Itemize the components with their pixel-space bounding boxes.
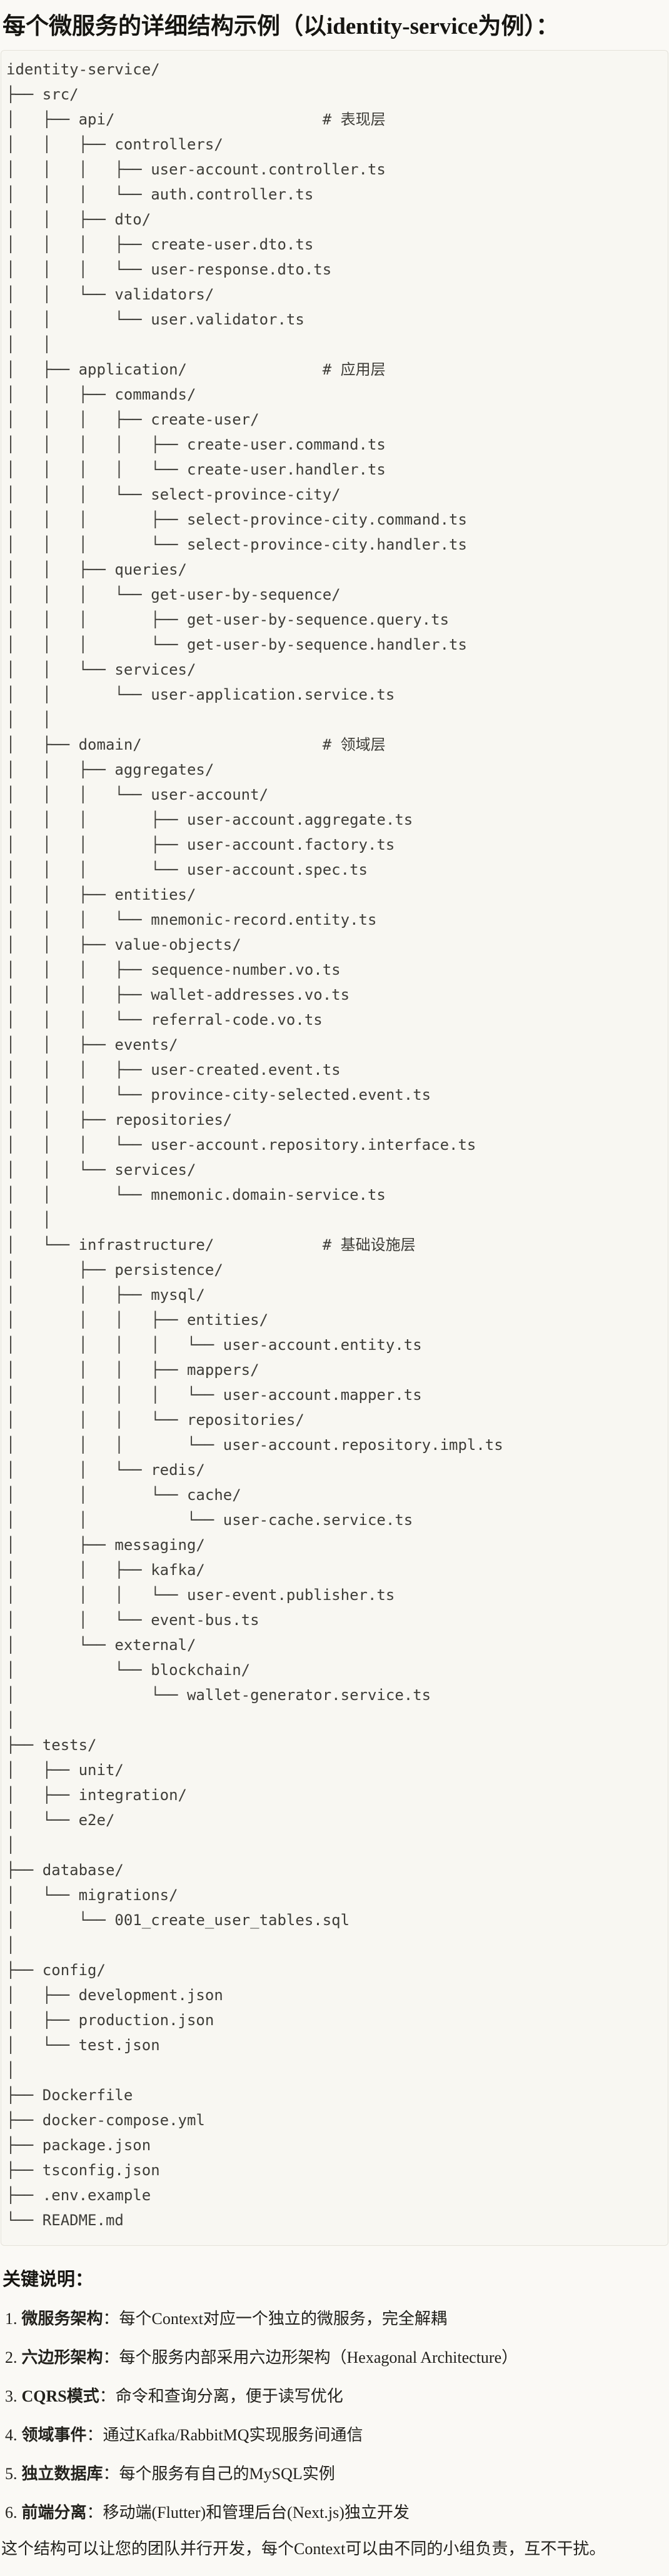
note-item: 4.领域事件：通过Kafka/RabbitMQ实现服务间通信 [5,2416,669,2455]
note-text: ：命令和查询分离，便于读写优化 [99,2387,343,2406]
note-term: 前端分离 [21,2503,87,2522]
note-text: ：每个Context对应一个独立的微服务，完全解耦 [103,2310,447,2328]
note-term: 独立数据库 [21,2465,103,2483]
note-text: ：每个服务有自己的MySQL实例 [103,2465,335,2483]
page-title: 每个微服务的详细结构示例（以identity-service为例）： [3,14,559,39]
file-tree: identity-service/ ├── src/ │ ├── api/ # … [6,61,503,2230]
notes-heading: 关键说明： [3,2270,94,2290]
note-item: 5.独立数据库：每个服务有自己的MySQL实例 [5,2455,669,2493]
note-number: 4. [5,2426,18,2445]
note-number: 2. [5,2348,18,2367]
note-term: 微服务架构 [21,2310,103,2328]
note-item: 3.CQRS模式：命令和查询分离，便于读写优化 [5,2377,669,2416]
note-item: 2.六边形架构：每个服务内部采用六边形架构（Hexagonal Architec… [5,2338,669,2377]
note-text: ：移动端(Flutter)和管理后台(Next.js)独立开发 [86,2503,410,2522]
note-number: 5. [5,2465,18,2483]
note-term: 六边形架构 [21,2348,103,2367]
note-text: ：每个服务内部采用六边形架构（Hexagonal Architecture） [103,2348,518,2367]
file-tree-code-block: identity-service/ ├── src/ │ ├── api/ # … [1,50,668,2246]
note-number: 3. [5,2387,18,2406]
note-text: ：通过Kafka/RabbitMQ实现服务间通信 [86,2426,363,2445]
notes-list: 1.微服务架构：每个Context对应一个独立的微服务，完全解耦 2.六边形架构… [0,2300,669,2532]
note-item: 6.前端分离：移动端(Flutter)和管理后台(Next.js)独立开发 [5,2493,669,2532]
note-term: CQRS模式 [21,2387,99,2406]
note-item: 1.微服务架构：每个Context对应一个独立的微服务，完全解耦 [5,2300,669,2338]
note-term: 领域事件 [21,2426,87,2445]
note-number: 1. [5,2310,18,2328]
closing-paragraph: 这个结构可以让您的团队并行开发，每个Context可以由不同的小组负责，互不干扰… [1,2540,606,2558]
note-number: 6. [5,2503,18,2522]
